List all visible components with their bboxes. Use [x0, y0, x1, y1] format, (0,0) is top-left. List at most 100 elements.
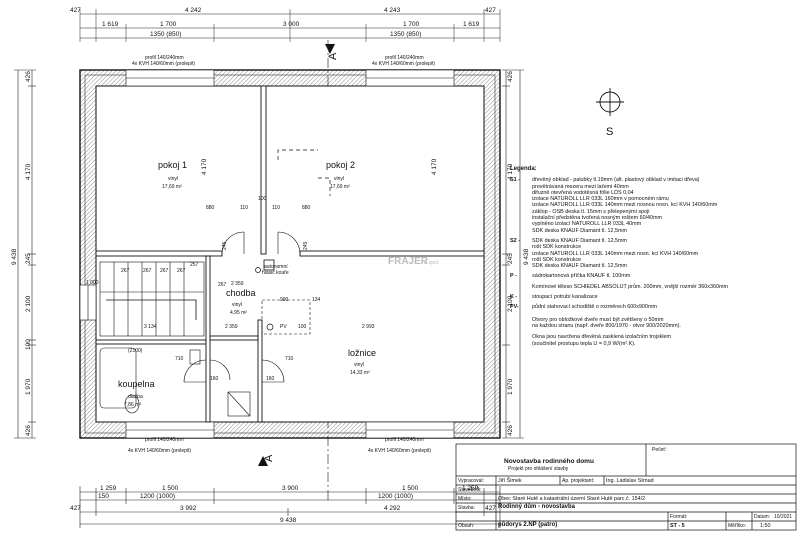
pec-label: Pečeť:: [652, 447, 667, 453]
legend-key: K -: [510, 294, 518, 301]
sewer-riser: [266, 323, 274, 331]
north-label: S: [606, 126, 613, 138]
bathroom-fixtures: [99, 347, 251, 417]
dim-1000: 1 000: [86, 280, 99, 286]
misto-value: Obec Staré Hutě a katastrální území Star…: [498, 496, 646, 502]
room-pokoj2-name: pokoj 2: [326, 160, 355, 170]
project-title: Novostavba rodinného domu: [504, 458, 594, 465]
legend-line: izolace NATUROLL LLR 033L 160mm v pomocn…: [532, 196, 669, 203]
dim-3134: 3 134: [144, 324, 157, 330]
watermark: FRAJER: [388, 256, 429, 267]
misto-label: Místo:: [458, 496, 472, 502]
dim-110b: 110: [272, 205, 280, 211]
legend-item: S1 - dřevěný obklad - palubky tl.19mm (al…: [510, 177, 795, 234]
bottom-dimensions: [79, 486, 501, 528]
dim-right-4170: 4 170: [507, 163, 514, 180]
dim-bottom-4292: 4 292: [384, 505, 401, 512]
legend-line: rošt SDK konstrukce: [532, 256, 582, 263]
dim-257: 257: [190, 262, 199, 268]
fire-alarm-icon: [255, 267, 261, 273]
fire-alarm-label-1: autonomní: [264, 264, 288, 270]
section-arrow-top: [325, 44, 335, 54]
dim-880a: 880: [206, 205, 215, 211]
legend-note: Okna jsou navržena dřevěná zasklená izol…: [532, 334, 672, 341]
dim-left-245: 245: [25, 253, 32, 264]
room-chodba-material: vinyl: [232, 302, 242, 308]
dim-left-2100: 2 100: [25, 295, 32, 312]
legend-item: Komínové těleso SCHIEDEL ABSOLUT prům. 2…: [510, 284, 795, 290]
legend-notes: Otvory pro obložkové dveře musí být zvět…: [510, 317, 795, 347]
legend-line: Komínové těleso SCHIEDEL ABSOLUT prům. 2…: [532, 283, 728, 290]
door-swings: [183, 231, 301, 383]
drawing-number: ST - 5: [670, 523, 685, 529]
project-subtitle: Projekt pro ohlášení stavby: [508, 466, 569, 472]
lintel-bottom-left-1: profil 140/240mm: [145, 437, 184, 443]
fire-alarm-label-2: hlásič kouře: [262, 270, 289, 276]
dim-267d: 267: [177, 268, 186, 274]
dim-bottom-1200b: 1200 (1000): [378, 493, 413, 500]
dim-bottom-150: 150: [98, 493, 109, 500]
legend-line: vyplněno izolací NATUROLL LLR 033L 40mm: [532, 221, 642, 228]
legend-line: rošt SDK konstrukce: [532, 244, 582, 251]
windows: [79, 69, 455, 439]
stavba-value: Rodinný dům - novostavba: [498, 504, 576, 510]
dim-top-4242: 4 242: [185, 7, 202, 14]
dim-top-3000: 3 000: [283, 21, 300, 28]
dim-top-1350b: 1350 (850): [390, 31, 421, 38]
dim-top-1700b: 1 700: [403, 21, 420, 28]
legend-key: S1 -: [510, 177, 520, 184]
room-pokoj1-name: pokoj 1: [158, 160, 187, 170]
watermark-sub: & spol.: [424, 260, 439, 266]
obsah-label: Obsah:: [458, 523, 475, 529]
dim-left-4170: 4 170: [25, 163, 32, 180]
lintel-bottom-right-2: 4x KVH 140/60mm (prolepit): [368, 448, 431, 454]
room-chodba-name: chodba: [226, 288, 256, 298]
legend-text: dřevěný obklad - palubky tl.19mm (alt. p…: [532, 177, 717, 234]
legend-title: Legenda:: [510, 166, 537, 172]
dim-160b: 160: [266, 376, 275, 382]
legend-line: půdní stahovací schodiště o rozměrech 60…: [532, 304, 657, 311]
dim-880b: 880: [302, 205, 311, 211]
room-chodba-area: 4,95 m²: [230, 310, 247, 316]
stavebnik-label: Stavebník:: [458, 487, 482, 493]
top-dimensions: [79, 9, 501, 42]
title-block: Novostavba rodinného domu Projekt pro oh…: [456, 444, 796, 530]
legend-line: sádrokartonová příčka KNAUF tl. 100mm: [532, 273, 631, 280]
dim-267b: 267: [143, 268, 152, 274]
datum-label: Datum:: [754, 514, 771, 520]
lintel-top-left-1: profil 140/240mm: [145, 55, 184, 61]
legend-line: izolace NATUROLL LLR 033L 140mm mezi nos…: [532, 202, 718, 209]
dim-left-total: 9 438: [11, 248, 18, 265]
legend-line: SDK deska KNAUF Diamant tl. 12,5mm: [532, 227, 627, 234]
dim-2359b: 2 359: [225, 324, 238, 330]
room-koupelna-name: koupelna: [118, 379, 155, 389]
obsah-value: půdorys 2.NP (patro): [498, 522, 558, 528]
dim-left-1970: 1 970: [25, 378, 32, 395]
label-pv: PV: [280, 324, 287, 330]
legend-note: (součinitel prostupu tepla U = 0,9 W/(m²…: [532, 340, 636, 347]
dim-134: 134: [312, 297, 321, 303]
room-loznice-material: vinyl: [354, 362, 364, 368]
legend-line: difuzně otevřená vodotěsná fólie LDS 0,0…: [532, 189, 634, 196]
legend-line: izolace NATUROLL LLR 033L 140mm mezi nos…: [532, 250, 699, 257]
legend-line: SDK deska KNAUF Diamant tl. 12,5mm: [532, 237, 627, 244]
lintel-bottom-right-1: profil 140/240mm: [385, 437, 424, 443]
room-loznice-area: 14,33 m²: [350, 370, 370, 376]
dim-room-height-right: 4 170: [431, 158, 438, 175]
legend-key: [510, 284, 532, 290]
legend-line: instalační předstěna tvořená nosným rošt…: [532, 215, 663, 222]
lintel-top-right-2: 4x KVH 140/60mm (prolepit): [372, 61, 435, 67]
dim-left-426a: 426: [25, 71, 32, 82]
dim-110a: 110: [240, 205, 248, 211]
staircase: [99, 261, 205, 337]
room-koupelna-area: 7,86 m²: [124, 402, 141, 408]
dim-left-426b: 426: [25, 425, 32, 436]
room-pokoj2-area: 17,69 m²: [330, 184, 350, 190]
dim-100a: 100: [258, 196, 267, 202]
dim-bottom-1200a: 1200 (1000): [140, 493, 175, 500]
dim-710a: 710: [175, 356, 184, 362]
dim-bottom-1259a: 1 259: [100, 485, 117, 492]
legend-item: PV-půdní stahovací schodiště o rozměrech…: [510, 304, 795, 310]
